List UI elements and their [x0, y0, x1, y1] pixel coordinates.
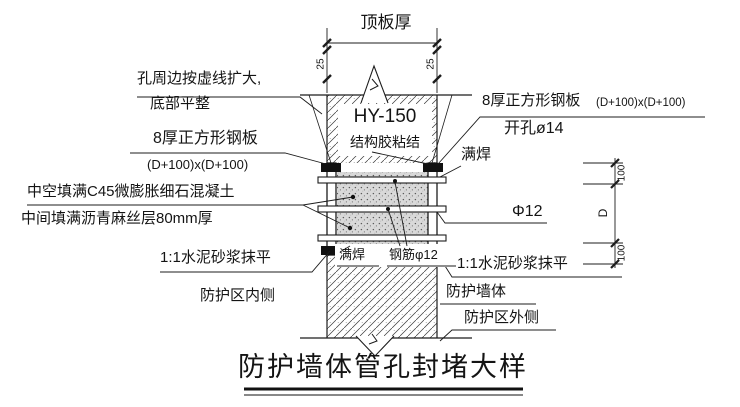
- note-drill-hole: 开孔ø14: [504, 120, 564, 137]
- dim-d: D: [596, 208, 610, 218]
- rebar-bottom: [317, 234, 447, 242]
- drawing-title: 防护墙体管孔封堵大样: [238, 352, 528, 382]
- note-plate-size-right: (D+100)x(D+100): [596, 97, 686, 109]
- seal-assembly: [317, 162, 447, 256]
- note-steel-plate-right: 8厚正方形钢板: [482, 92, 581, 109]
- flange-top-right: [423, 163, 443, 172]
- note-weld-center: 满焊: [339, 247, 366, 262]
- wall-top-section: [300, 64, 472, 164]
- rebar-top: [317, 176, 447, 184]
- dim-100-bottom: 100: [616, 244, 628, 262]
- note-weld-right: 满焊: [461, 146, 492, 163]
- note-rebar-dia: Φ12: [512, 203, 543, 220]
- note-bottom-flat: 底部平整: [150, 95, 211, 112]
- dim-25-left: 25: [315, 58, 327, 70]
- top-dimension-label: 顶板厚: [360, 13, 412, 32]
- note-mortar-left: 1:1水泥砂浆抹平: [160, 249, 271, 266]
- flange-bottom-left: [321, 246, 341, 255]
- note-adhesive-bond: 结构胶粘结: [350, 134, 420, 150]
- dim-100-top: 100: [616, 164, 628, 182]
- note-inner-side: 防护区内侧: [200, 287, 276, 304]
- note-mortar-right: 1:1水泥砂浆抹平: [457, 255, 568, 272]
- note-asphalt-layer: 中间填满沥青麻丝层80mm厚: [21, 210, 213, 227]
- note-protective-wall: 防护墙体: [446, 283, 507, 300]
- flange-top-left: [321, 163, 341, 172]
- dimension-top: [322, 28, 442, 93]
- note-concrete-fill: 中空填满C45微膨胀细石混凝土: [27, 183, 235, 200]
- dimension-right: [583, 158, 623, 269]
- center-notes-linework: [335, 179, 458, 267]
- title-underline: [244, 387, 523, 396]
- note-steel-plate-left: 8厚正方形钢板: [153, 130, 258, 147]
- note-outer-side: 防护区外侧: [464, 309, 540, 326]
- leader-lines: [27, 96, 705, 342]
- dim-25-right: 25: [425, 58, 437, 70]
- note-hole-enlarge: 孔周边按虚线扩大,: [137, 70, 262, 87]
- rebar-middle: [317, 205, 447, 213]
- note-adhesive-model: HY-150: [353, 106, 417, 127]
- note-plate-size-left: (D+100)x(D+100): [147, 157, 249, 172]
- note-rebar-center: 钢筋φ12: [389, 247, 438, 262]
- wall-bottom-section: [300, 255, 472, 357]
